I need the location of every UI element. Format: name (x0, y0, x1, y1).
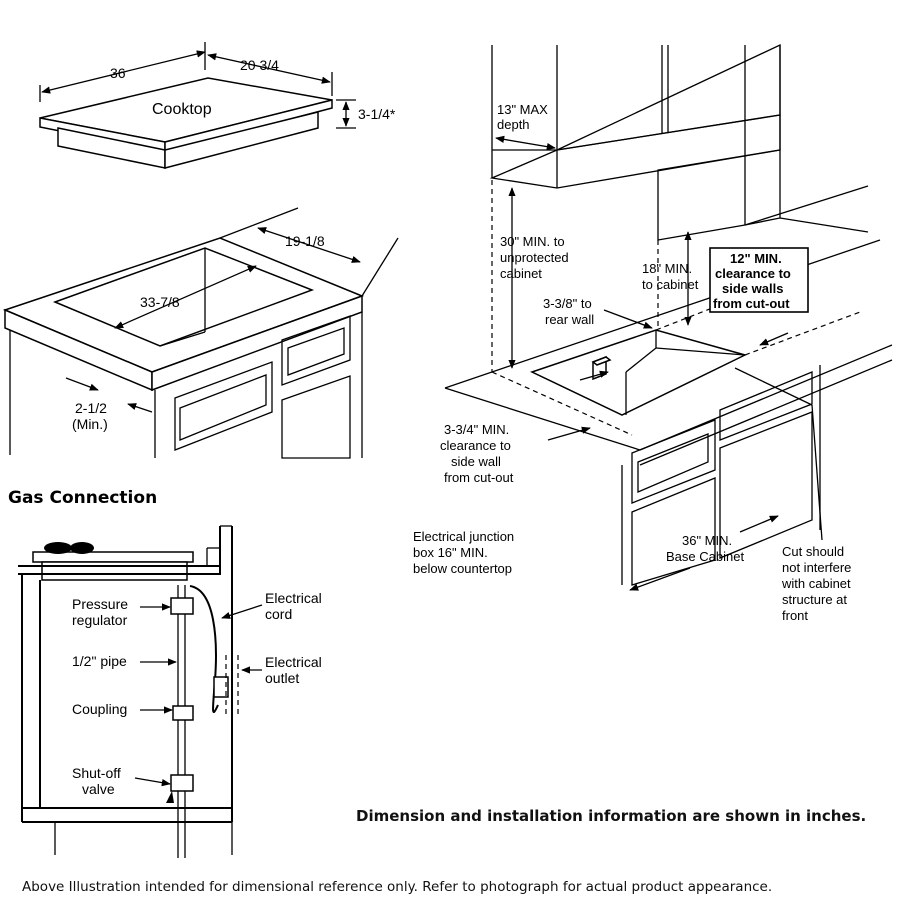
electrical-cord-label-2: cord (265, 606, 292, 622)
side-wall-label-4: from cut-out (444, 470, 514, 485)
clearance-drawing (444, 43, 893, 591)
cooktop-depth-dim (207, 53, 331, 84)
electrical-outlet (213, 676, 229, 698)
pressure-regulator (170, 597, 194, 615)
pressure-regulator-label-1: Pressure (72, 596, 128, 612)
cooktop-box-side (164, 111, 319, 169)
electrical-outlet-label-1: Electrical (265, 654, 322, 670)
max-depth-label-1: 13" MAX (497, 102, 548, 117)
cut-note-label-3: with cabinet (781, 576, 851, 591)
front-min-label-1: 2-1/2 (75, 400, 107, 416)
burner-grate-left (44, 542, 72, 554)
clearance-cutout (530, 329, 748, 416)
gas-cooktop-body (41, 561, 188, 581)
side-walls-label-2: clearance to (715, 266, 791, 281)
cooktop-width-dim (41, 50, 206, 94)
cabinet-drawer (281, 315, 351, 386)
cut-note-label-4: structure at (782, 592, 847, 607)
footer-note: Above Illustration intended for dimensio… (22, 879, 772, 895)
electrical-outlet-label-2: outlet (265, 670, 299, 686)
cutout-width-dim (114, 265, 257, 329)
side-wall-label-3: side wall (451, 454, 501, 469)
side-wall-label-1: 3-3/4" MIN. (444, 422, 509, 437)
cooktop-label: Cooktop (152, 101, 212, 118)
base-cabinet-label-1: 36" MIN. (682, 533, 732, 548)
cooktop-drawing (39, 42, 356, 169)
pressure-regulator-label-2: regulator (72, 612, 128, 628)
shutoff-label-2: valve (82, 781, 115, 797)
rear-wall-label-2: rear wall (545, 312, 594, 327)
shutoff-label-1: Shut-off (72, 765, 121, 781)
burner-grate-right (70, 542, 94, 554)
junction-label-3: below countertop (413, 561, 512, 576)
side-wall-label-2: clearance to (440, 438, 511, 453)
front-min-label-2: (Min.) (72, 416, 108, 432)
to-cabinet-label-1: 18" MIN. (642, 261, 692, 276)
side-walls-callout-box (709, 247, 809, 313)
shutoff-valve (170, 774, 194, 792)
cutout-width-label: 33-7/8 (140, 294, 180, 310)
cutout-depth-dim (257, 227, 361, 263)
unprotected-label-1: 30" MIN. to (500, 234, 565, 249)
pipe-label: 1/2" pipe (72, 653, 127, 669)
cut-note-label-2: not interfere (782, 560, 851, 575)
unprotected-label-2: unprotected (500, 250, 569, 265)
junction-label-2: box 16" MIN. (413, 545, 488, 560)
side-walls-label-1: 12" MIN. (730, 251, 782, 266)
rear-wall-label-1: 3-3/8" to (543, 296, 592, 311)
gas-connection-drawing (18, 525, 263, 858)
electrical-cord (189, 585, 219, 714)
cooktop-width-label: 36 (110, 65, 126, 81)
to-cabinet-label-2: to cabinet (642, 277, 699, 292)
max-depth-dim (495, 135, 556, 151)
countertop-cutout-drawing (2, 207, 399, 459)
electrical-cord-label-1: Electrical (265, 590, 322, 606)
gas-connection-heading: Gas Connection (8, 488, 157, 508)
max-depth-label-2: depth (497, 117, 530, 132)
cooktop-height-label: 3-1/4* (358, 106, 396, 122)
base-drawer (631, 419, 716, 504)
cutout-depth-label: 19-1/8 (285, 233, 325, 249)
cut-note-label-1: Cut should (782, 544, 844, 559)
cut-note-label-5: front (782, 608, 808, 623)
cabinet-door-left (174, 361, 273, 451)
unprotected-label-3: cabinet (500, 266, 542, 281)
base-cabinet-label-2: Base Cabinet (666, 549, 744, 564)
coupling-fitting (172, 705, 194, 721)
cooktop-depth-label: 20 3/4 (240, 57, 279, 73)
junction-label-1: Electrical junction (413, 529, 514, 544)
side-walls-label-4: from cut-out (713, 296, 790, 311)
side-walls-label-3: side walls (722, 281, 783, 296)
units-note: Dimension and installation information a… (356, 807, 866, 825)
coupling-label: Coupling (72, 701, 127, 717)
cabinet-door-right (281, 375, 351, 459)
